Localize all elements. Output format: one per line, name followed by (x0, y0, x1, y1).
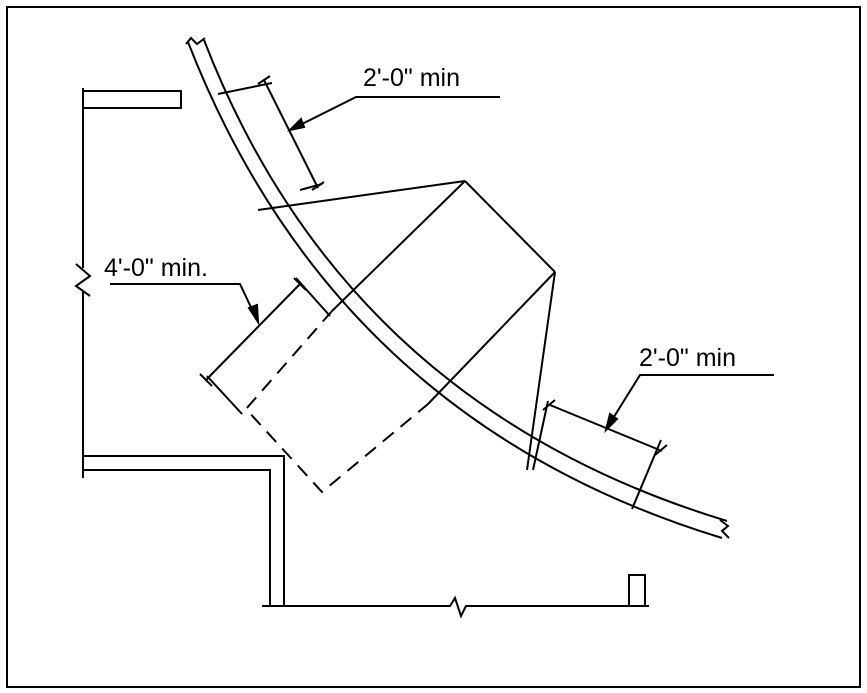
dim-top-tick-1 (257, 75, 271, 85)
dimension-top (217, 75, 500, 191)
dim-right-tick-1 (542, 399, 556, 411)
ramp-top-edge (464, 180, 556, 273)
wall-bottom (262, 595, 649, 619)
label-left-dimension: 4'-0" min. (104, 254, 208, 282)
dim-right-leader-arrow (604, 412, 619, 434)
ramp-flare-top (257, 180, 466, 211)
dim-top-ext-1 (217, 82, 273, 95)
ramp-flare-bottom (526, 271, 556, 471)
dim-top-tick-2 (311, 181, 325, 191)
dim-left-leader (110, 283, 257, 319)
dim-left-leader-arrow (247, 303, 260, 326)
dim-right-tick-2 (654, 444, 668, 456)
wall-left-break (74, 263, 92, 297)
wall-top-stub (82, 90, 182, 109)
ramp (244, 180, 556, 494)
dim-left-line (205, 283, 301, 381)
dim-right-ext-2 (631, 439, 662, 510)
dim-right-leader (606, 374, 774, 429)
curb-inner-line (187, 41, 723, 539)
wall-corner (83, 455, 285, 606)
dimension-left (110, 277, 331, 415)
curb-break-end (719, 519, 730, 539)
ramp-right-edge (427, 271, 556, 405)
dim-left-ext-2 (206, 375, 243, 415)
curved-curb (185, 36, 730, 539)
dim-left-tick-1 (293, 277, 307, 291)
dim-right-ext-1 (532, 400, 549, 471)
dim-top-line (263, 79, 319, 189)
dim-top-leader-arrow[interactable] (286, 117, 306, 132)
landing-dashed (244, 310, 429, 494)
drawing-frame (6, 6, 861, 688)
ramp-left-edge (331, 180, 466, 312)
label-top-dimension: 2'-0" min (363, 64, 460, 92)
label-right-dimension: 2'-0" min (639, 344, 736, 372)
building-walls (74, 88, 649, 619)
wall-bottom-stub (628, 574, 646, 607)
curb-break-top (185, 36, 206, 46)
dim-left-tick-2 (199, 373, 213, 387)
curb-outer-line (203, 39, 728, 522)
dimension-right (532, 374, 774, 510)
dim-top-leader (289, 96, 500, 131)
